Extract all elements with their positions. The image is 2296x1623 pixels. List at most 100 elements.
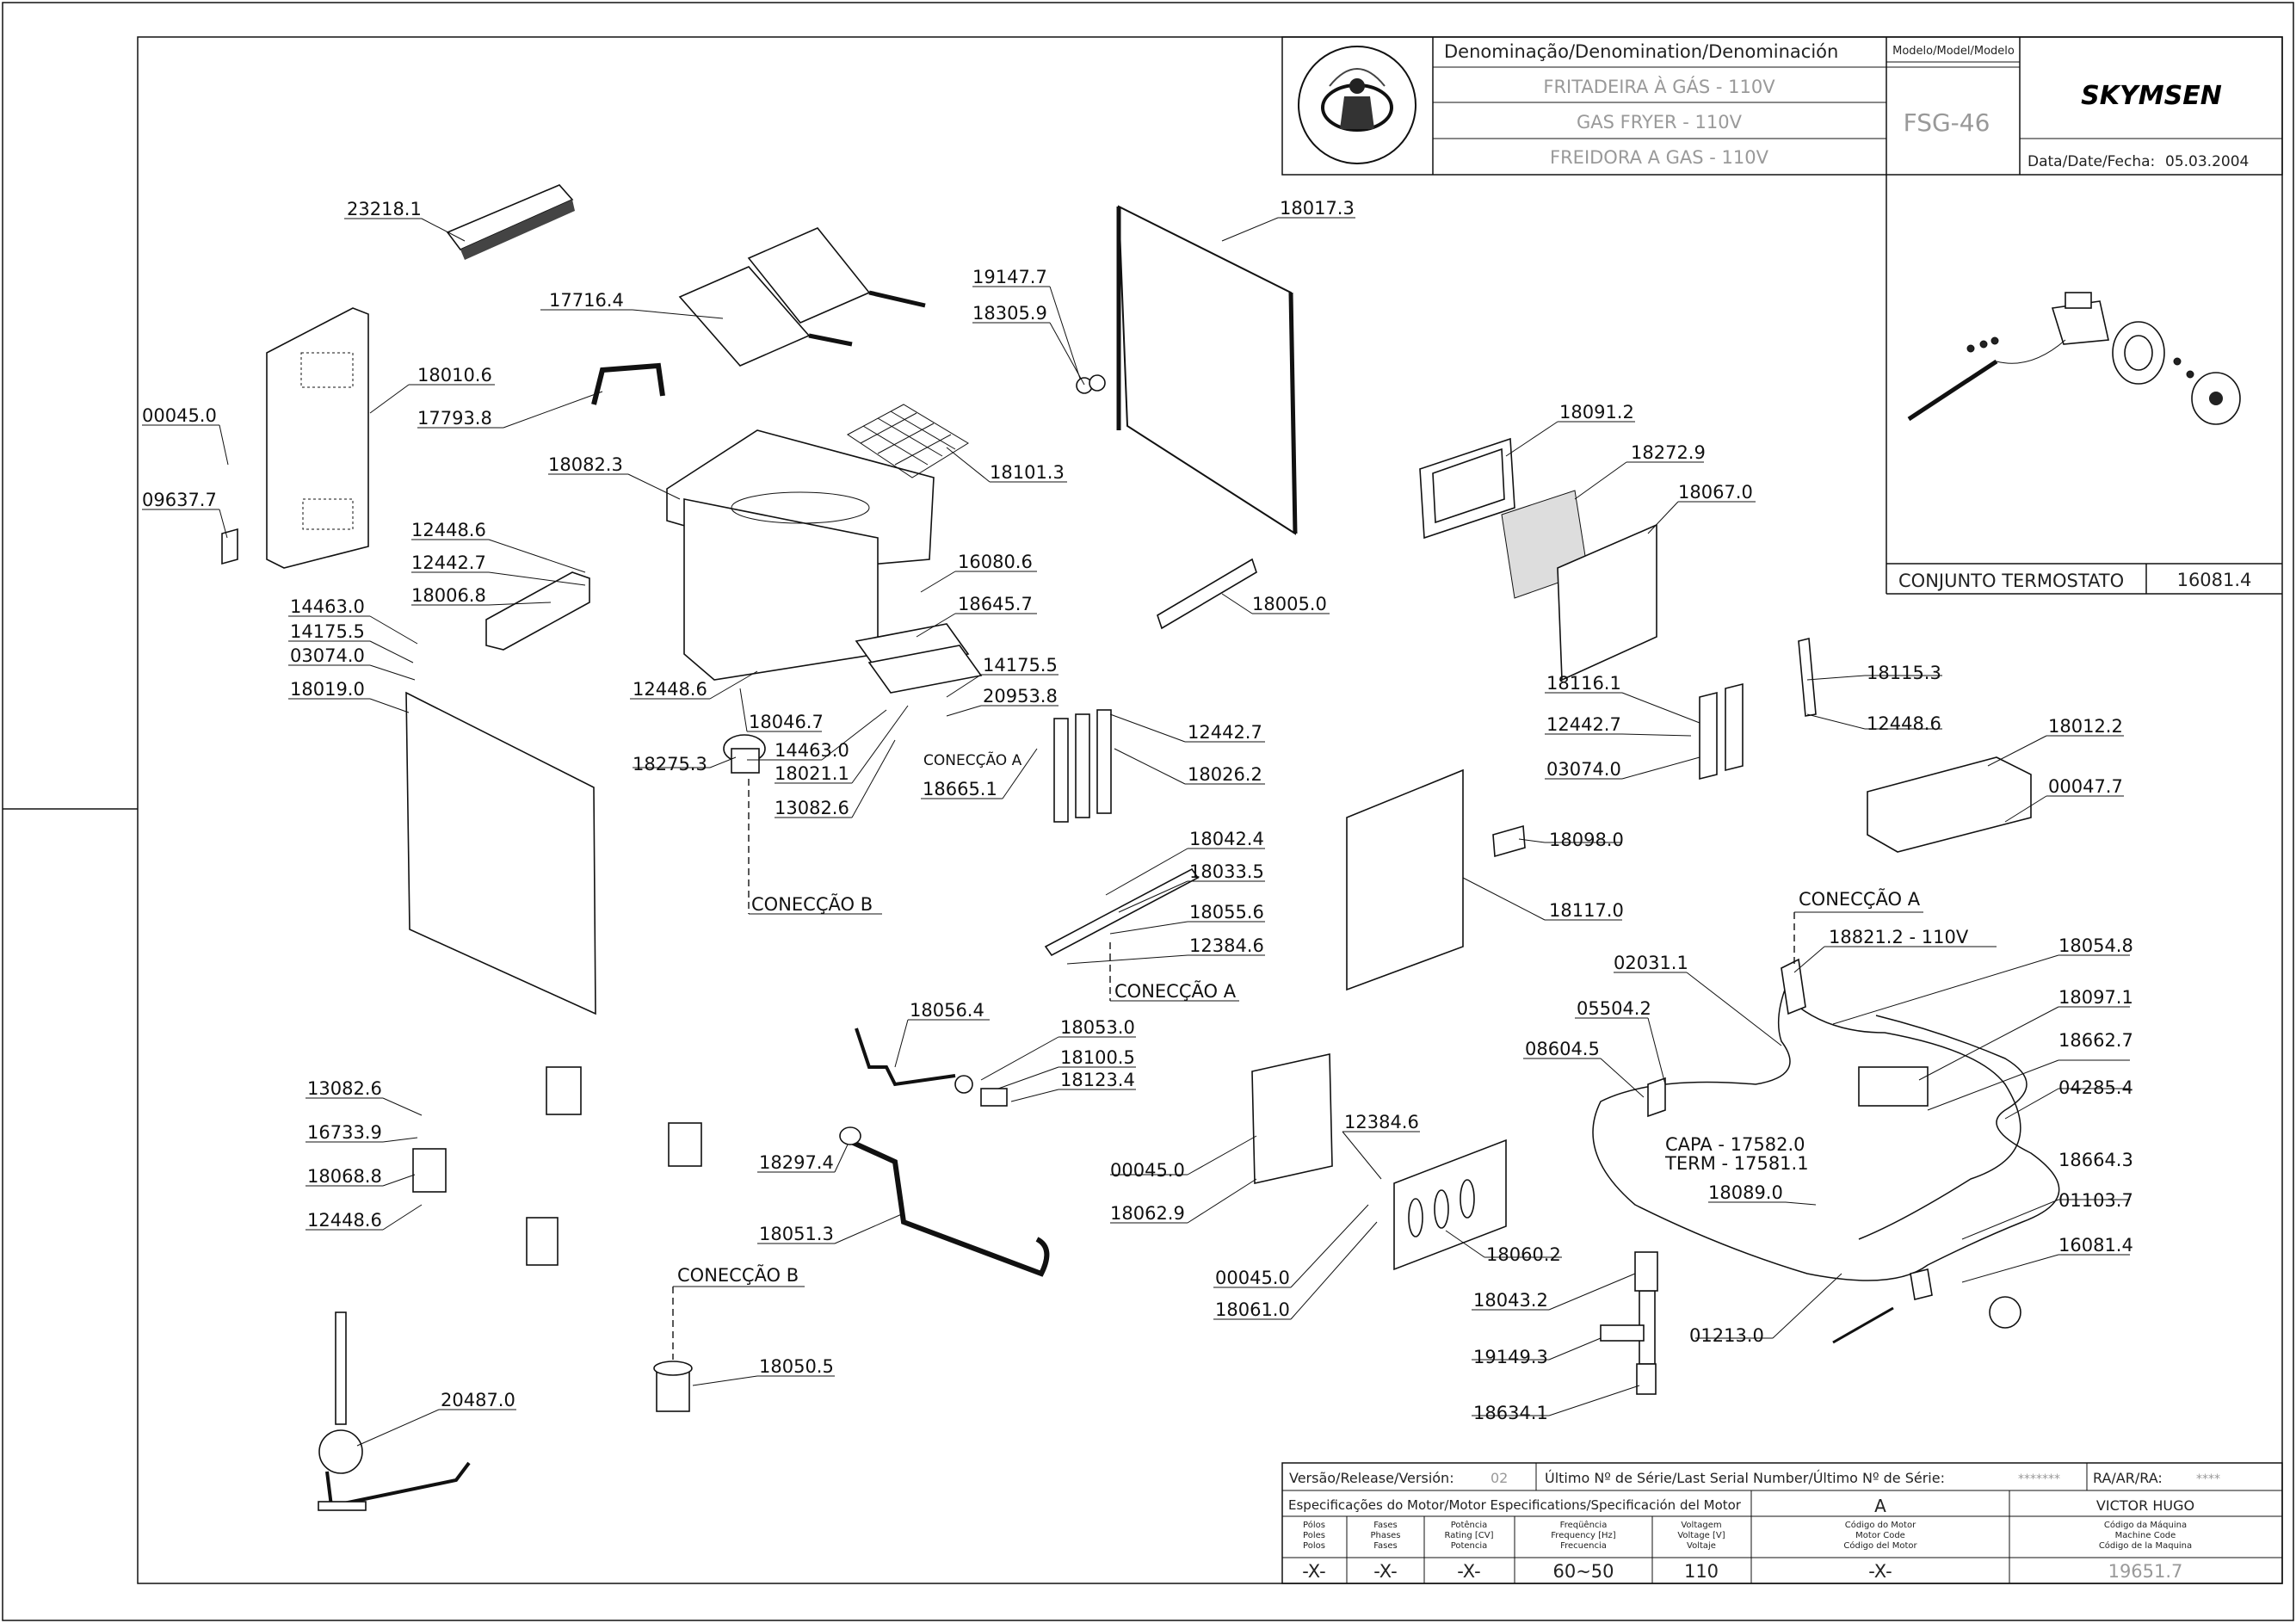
spec-value: -X- [1868,1561,1892,1582]
callout-01213-0: 01213.0 [1689,1325,1764,1346]
callout-18665-1: 18665.1 [923,779,997,799]
spec-header-line: Fases [1373,1521,1398,1530]
callout-18033-5: 18033.5 [1189,861,1264,882]
spec-header-line: Freqüência [1560,1520,1608,1530]
callout-18645-7: 18645.7 [958,594,1033,614]
callout-14463-0-b: 14463.0 [775,740,849,761]
callout-labels: 23218.1 17716.4 18010.6 17793.8 00045.0 … [142,198,2133,1423]
callout-18006-8: 18006.8 [411,585,486,606]
callout-23218-1: 23218.1 [347,199,422,219]
callout-18026-2: 18026.2 [1188,764,1262,785]
callout-18056-4: 18056.4 [910,1000,984,1021]
connection-a-label-1: CONECÇÃO A [923,750,1022,769]
callout-18091-2: 18091.2 [1559,402,1634,423]
spec-header-line: Rating [CV] [1444,1531,1493,1540]
spec-header-line: Potencia [1451,1541,1488,1551]
denomination-header: Denominação/Denomination/Denominación [1444,41,1838,62]
author: VICTOR HUGO [2096,1497,2194,1514]
callout-18061-0: 18061.0 [1215,1299,1290,1320]
callout-18062-9: 18062.9 [1110,1203,1185,1224]
callout-18272-9: 18272.9 [1631,442,1706,463]
terminal-label: TERM - 17581.1 [1664,1153,1809,1174]
spec-header-line: Potência [1451,1520,1488,1530]
ra-value: **** [2196,1472,2220,1486]
callout-12448-6-d: 12448.6 [307,1210,382,1231]
callout-13082-6-b: 13082.6 [307,1078,382,1099]
connection-a-label-3: CONECÇÃO A [1799,887,1921,910]
thermostat-inset: CONJUNTO TERMOSTATO 16081.4 [1886,292,2282,595]
connection-dashes [672,779,1923,1360]
callout-18055-6: 18055.6 [1189,902,1264,923]
callout-12448-6-a: 12448.6 [411,520,486,540]
callout-19147-7: 19147.7 [972,267,1047,287]
callout-18051-3: 18051.3 [759,1224,834,1244]
callout-16081-4: 16081.4 [2058,1235,2133,1256]
callout-18068-8: 18068.8 [307,1166,382,1187]
callout-12442-7-b: 12442.7 [1188,722,1262,743]
ra-label: RA/AR/RA: [2093,1470,2163,1486]
callout-18042-4: 18042.4 [1189,829,1264,849]
callout-18021-1: 18021.1 [775,763,849,784]
spec-header-line: Poles [1303,1531,1325,1540]
spec-value: -X- [1373,1561,1397,1582]
callout-18821-2: 18821.2 - 110V [1829,927,1969,947]
spec-header-line: Fases [1373,1541,1398,1551]
spec-header-line: Frequency [Hz] [1551,1531,1616,1540]
cover-label: CAPA - 17582.0 [1665,1134,1805,1155]
callout-18067-0: 18067.0 [1678,482,1753,503]
callout-18305-9: 18305.9 [972,303,1047,324]
date-label: Data/Date/Fecha: [2028,153,2155,170]
drawing-frame [137,36,2283,1584]
callout-00045-0-b: 00045.0 [1110,1160,1185,1181]
inset-title: CONJUNTO TERMOSTATO [1898,571,2124,591]
callout-04285-4: 04285.4 [2058,1077,2133,1098]
callout-18054-8: 18054.8 [2058,935,2133,956]
connection-b-label-1: CONECÇÃO B [751,892,873,915]
callout-18115-3: 18115.3 [1867,663,1941,683]
revision-block: Versão/Release/Versión: 02 Último Nº de … [1281,1462,2283,1584]
spec-header-line: Código do Motor [1845,1520,1916,1530]
spec-column-headers: PólosPolesPolosFasesPhasesFasesPotênciaR… [1303,1520,2192,1551]
callout-19149-3: 19149.3 [1473,1347,1548,1367]
model-number: FSG-46 [1904,108,1990,137]
callout-18043-2: 18043.2 [1473,1290,1548,1311]
spec-header-line: Phases [1370,1531,1400,1540]
callout-18060-2: 18060.2 [1486,1244,1561,1265]
callout-18123-4: 18123.4 [1060,1070,1135,1090]
inset-code: 16081.4 [2177,570,2252,590]
spec-header-line: Voltaje [1687,1541,1716,1551]
callout-18017-3: 18017.3 [1280,198,1355,219]
date-value: 05.03.2004 [2165,153,2249,170]
callout-18662-7: 18662.7 [2058,1030,2133,1051]
callout-18098-0: 18098.0 [1549,830,1624,850]
callout-13082-6-a: 13082.6 [775,798,849,818]
callout-14175-5-b: 14175.5 [983,655,1058,676]
spec-header-line: Voltagem [1681,1521,1721,1530]
callout-12384-6-b: 12384.6 [1344,1112,1419,1132]
product-name-pt: FRITADEIRA À GÁS - 110V [1543,76,1775,97]
callout-18101-3: 18101.3 [990,462,1065,483]
motor-spec-label: Especificações do Motor/Motor Especifica… [1288,1497,1742,1513]
spec-header-line: Polos [1303,1541,1325,1551]
spec-header-line: Voltage [V] [1677,1531,1725,1540]
parts-graphics [221,184,2060,1511]
serial-label: Último Nº de Série/Last Serial Number/Úl… [1545,1470,1945,1486]
spec-value: 19651.7 [2108,1561,2183,1582]
callout-18082-3: 18082.3 [548,454,623,475]
authorized-service-seal [1298,46,1416,164]
callout-02031-1: 02031.1 [1614,953,1688,973]
connection-a-label-2: CONECÇÃO A [1114,979,1237,1002]
callout-18116-1: 18116.1 [1546,673,1621,694]
serial-value: ******* [2018,1472,2060,1486]
callout-12448-6-c: 12448.6 [1867,713,1941,734]
product-name-es: FREIDORA A GAS - 110V [1550,147,1769,168]
spec-value: 60~50 [1552,1561,1614,1582]
callout-20487-0: 20487.0 [441,1390,515,1410]
callout-01103-7: 01103.7 [2058,1190,2133,1211]
spec-value: -X- [1302,1561,1325,1582]
callout-18050-5: 18050.5 [759,1356,834,1377]
callout-18046-7: 18046.7 [749,712,824,732]
callout-12442-7-c: 12442.7 [1546,714,1621,735]
